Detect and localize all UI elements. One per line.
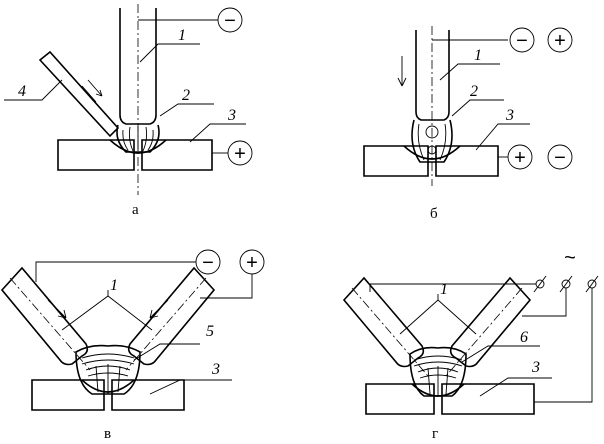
plate-b: [363, 145, 499, 177]
panel-g: ~ 1 6 3 г: [342, 247, 599, 442]
minus-terminal-b: [509, 27, 535, 53]
plus-plate-b: [507, 144, 533, 170]
minus-plate-b: [547, 144, 573, 170]
label-g-3: 3: [531, 359, 540, 376]
label-a-2: 2: [182, 87, 190, 104]
minus-terminal-v: [195, 249, 221, 275]
arc-a: [116, 124, 160, 153]
caption-v: в: [104, 426, 111, 442]
panel-v: − + 1 5 3 в: [0, 249, 265, 442]
plus-terminal-a: [227, 140, 253, 166]
label-b-3: 3: [505, 107, 514, 124]
arc-v: [75, 344, 141, 395]
arrow-v-left: [47, 299, 67, 319]
down-arrow-b: [397, 56, 407, 87]
electrode-v-left: [0, 266, 89, 366]
plate-g: [365, 383, 535, 415]
arc-b: [411, 119, 453, 163]
sym-b-plate1: +: [514, 147, 526, 169]
label-b-2: 2: [470, 83, 478, 100]
sym-v-2: +: [246, 252, 258, 274]
sym-b-top2: +: [554, 30, 566, 52]
label-v-1: 1: [110, 277, 118, 294]
panel-a: − + 1 2 3 4 а: [4, 4, 253, 218]
electrode-b: [415, 30, 450, 121]
label-a-4: 4: [18, 83, 26, 100]
label-a-3: 3: [227, 107, 236, 124]
minus-terminal-a: [217, 7, 243, 33]
panel-b: − + + − 1 2 3 б: [363, 26, 573, 222]
label-g-1: 1: [440, 281, 448, 298]
filler-rod: [38, 50, 120, 138]
sym-b-plate2: −: [554, 147, 566, 169]
sym-plus-a: +: [234, 143, 246, 165]
label-v-5: 5: [206, 323, 214, 340]
electrode-v-right: [127, 266, 216, 366]
plate-a: [57, 139, 213, 171]
caption-g: г: [432, 426, 438, 442]
label-v-3: 3: [211, 361, 220, 378]
ac-symbol: ~: [564, 247, 576, 269]
caption-b: б: [430, 206, 438, 222]
label-g-6: 6: [520, 329, 528, 346]
label-b-1: 1: [474, 47, 482, 64]
feed-arrow-a1: [87, 79, 103, 97]
plus-terminal-b: [547, 27, 573, 53]
sym-v-1: −: [202, 252, 214, 274]
sym-minus-a: −: [224, 10, 236, 32]
arrow-v-right: [149, 299, 169, 319]
plate-v: [31, 379, 185, 411]
sym-b-top1: −: [516, 30, 528, 52]
caption-a: а: [132, 202, 139, 218]
label-a-1: 1: [178, 27, 186, 44]
